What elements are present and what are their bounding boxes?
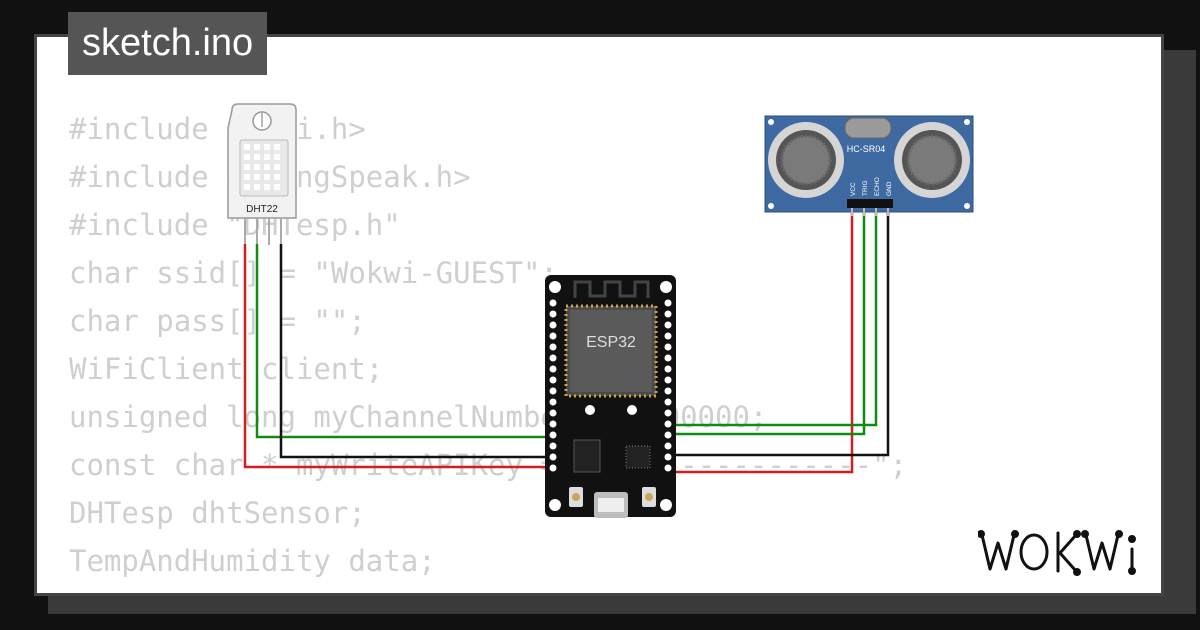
code-line: char ssid[] = "Wokwi-GUEST";: [69, 256, 558, 290]
code-line: char pass[] = "";: [69, 304, 366, 338]
dht22-sensor[interactable]: DHT22: [227, 103, 297, 245]
wire-hcsr-gnd: [666, 212, 890, 457]
code-line: DHTesp dhtSensor;: [69, 496, 366, 530]
pin-label-echo: ECHO: [874, 177, 881, 196]
code-line: const int DHT_PIN = 15;: [69, 585, 907, 593]
hcsr04-sensor[interactable]: HC-SR04 VCC TRIG ECHO GND: [764, 115, 974, 216]
esp32-pins: [549, 299, 672, 472]
file-title: sketch.ino: [68, 12, 268, 75]
wire-dht-vcc: [243, 244, 560, 469]
wire-hcsr-trig: [666, 212, 866, 436]
esp32-label: ESP32: [586, 334, 636, 351]
wokwi-logo: [978, 530, 1136, 576]
esp32-board[interactable]: ESP32: [545, 275, 676, 518]
hcsr04-label: HC-SR04: [847, 144, 886, 154]
code-line: TempAndHumidity data;: [69, 544, 436, 578]
wire-dht-gnd: [279, 244, 560, 459]
wire-hcsr-echo: [666, 212, 878, 427]
transducer-left: [768, 122, 844, 198]
pin-label-trig: TRIG: [862, 180, 869, 196]
code-line: #include "DHTesp.h": [69, 208, 401, 242]
transducer-right: [894, 122, 970, 198]
pin-label-vcc: VCC: [850, 182, 857, 196]
wire-dht-data: [255, 244, 560, 439]
wire-hcsr-vcc: [666, 212, 854, 474]
pin-label-gnd: GND: [886, 181, 893, 196]
wires: [243, 212, 890, 474]
dht22-label: DHT22: [246, 204, 278, 215]
